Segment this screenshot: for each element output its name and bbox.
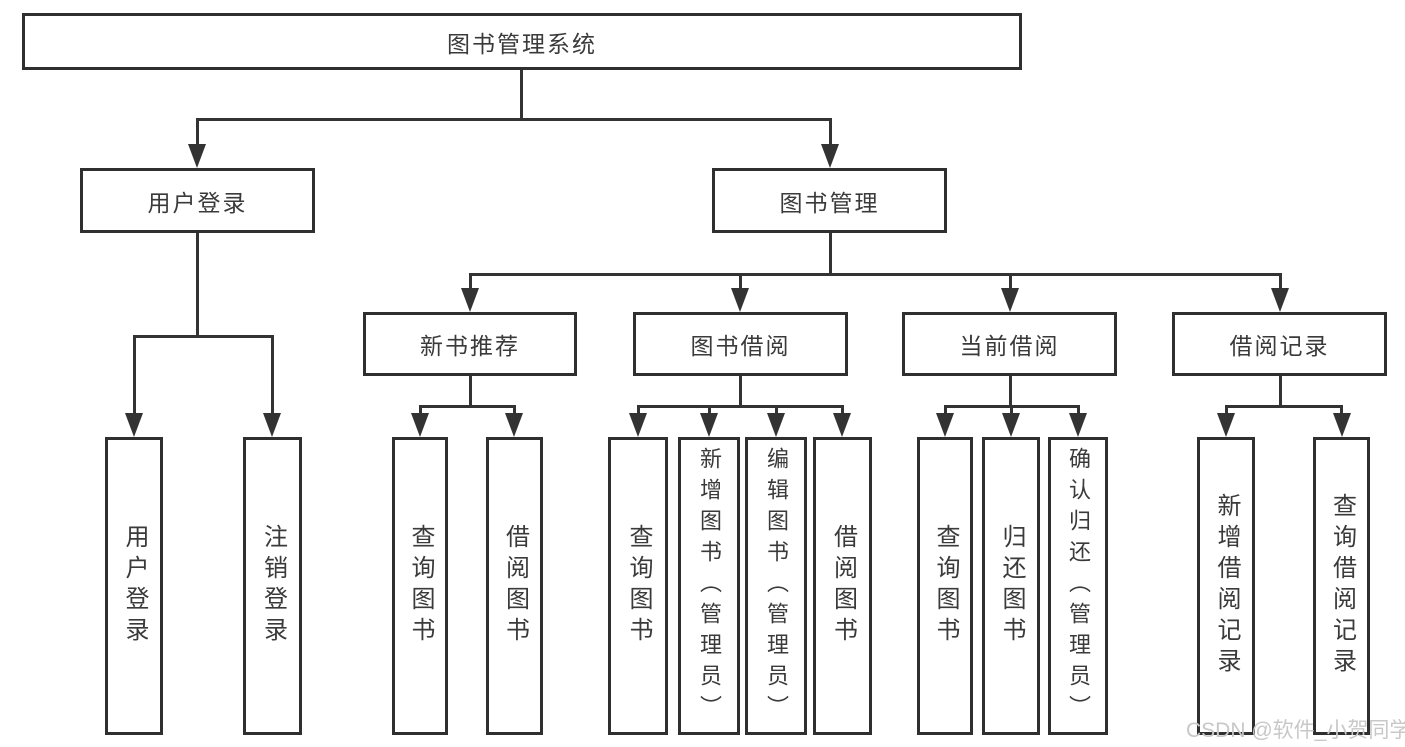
connector-line bbox=[829, 233, 832, 273]
leaf-label: 用户登录 bbox=[121, 524, 148, 648]
connector-line bbox=[520, 70, 523, 118]
leaf-borrow-books-recommend: 借阅图书 bbox=[486, 437, 543, 735]
leaf-label: 确认归还（管理员） bbox=[1066, 446, 1091, 726]
connector-line bbox=[739, 376, 742, 405]
node-label: 图书借阅 bbox=[690, 333, 791, 359]
connector-line bbox=[419, 405, 516, 408]
node-user-login: 用户登录 bbox=[80, 168, 315, 233]
leaf-label: 编辑图书（管理员） bbox=[764, 446, 789, 726]
connector-line bbox=[1279, 273, 1282, 291]
leaf-label: 新增图书（管理员） bbox=[697, 446, 722, 726]
connector-line bbox=[775, 405, 778, 417]
leaf-confirm-return-admin: 确认归还（管理员） bbox=[1048, 437, 1108, 735]
node-label: 借阅记录 bbox=[1229, 333, 1330, 359]
connector-line bbox=[637, 405, 640, 417]
connector-line bbox=[637, 405, 844, 408]
connector-line bbox=[829, 118, 832, 148]
leaf-query-borrow-record: 查询借阅记录 bbox=[1313, 437, 1370, 735]
node-new-book-recommend: 新书推荐 bbox=[363, 312, 577, 376]
leaf-label: 查询图书 bbox=[625, 524, 652, 648]
csdn-watermark: CSDN @软件_小贺同学 bbox=[1186, 719, 1405, 742]
arrow-down-icon bbox=[125, 413, 143, 437]
connector-line bbox=[469, 273, 472, 291]
node-borrow-records: 借阅记录 bbox=[1172, 312, 1387, 376]
connector-line bbox=[1225, 405, 1228, 417]
leaf-add-borrow-record: 新增借阅记录 bbox=[1197, 437, 1255, 735]
leaf-query-books-current: 查询图书 bbox=[917, 437, 973, 735]
leaf-add-books-admin: 新增图书（管理员） bbox=[678, 437, 740, 735]
connector-line bbox=[469, 273, 1281, 276]
arrow-down-icon bbox=[767, 413, 785, 437]
leaf-label: 注销登录 bbox=[259, 524, 287, 648]
leaf-label: 查询图书 bbox=[407, 524, 434, 648]
connector-line bbox=[1077, 405, 1080, 417]
connector-line bbox=[196, 118, 199, 148]
leaf-borrow-books: 借阅图书 bbox=[813, 437, 872, 735]
connector-line bbox=[708, 405, 711, 417]
node-label: 当前借阅 bbox=[959, 333, 1060, 359]
leaf-label: 查询借阅记录 bbox=[1328, 493, 1356, 679]
leaf-label: 借阅图书 bbox=[501, 524, 529, 648]
connector-line bbox=[841, 405, 844, 417]
arrow-down-icon bbox=[263, 413, 281, 437]
arrow-down-icon bbox=[936, 413, 954, 437]
node-label: 图书管理 bbox=[779, 189, 880, 216]
connector-line bbox=[1010, 405, 1013, 417]
connector-line bbox=[944, 405, 947, 417]
leaf-label: 归还图书 bbox=[998, 524, 1025, 648]
arrow-down-icon bbox=[1001, 288, 1019, 312]
node-label: 新书推荐 bbox=[420, 333, 520, 359]
leaf-logout-login: 注销登录 bbox=[243, 437, 302, 735]
leaf-query-books-borrow: 查询图书 bbox=[608, 437, 668, 735]
node-current-borrow: 当前借阅 bbox=[902, 312, 1117, 376]
arrow-down-icon bbox=[1217, 413, 1235, 437]
node-book-borrow: 图书借阅 bbox=[633, 312, 848, 376]
leaf-label: 新增借阅记录 bbox=[1213, 493, 1240, 679]
connector-line bbox=[133, 335, 274, 338]
connector-line bbox=[1279, 376, 1282, 405]
leaf-user-login: 用户登录 bbox=[105, 437, 163, 735]
arrow-down-icon bbox=[461, 288, 479, 312]
node-label: 图书管理系统 bbox=[447, 30, 597, 57]
arrow-down-icon bbox=[505, 413, 523, 437]
leaf-return-books: 归还图书 bbox=[982, 437, 1040, 735]
arrow-down-icon bbox=[731, 288, 749, 312]
connector-line bbox=[1009, 376, 1012, 405]
arrow-down-icon bbox=[1271, 288, 1289, 312]
arrow-down-icon bbox=[821, 144, 839, 168]
arrow-down-icon bbox=[1069, 413, 1087, 437]
connector-line bbox=[196, 233, 199, 335]
connector-line bbox=[196, 118, 832, 121]
connector-line bbox=[469, 376, 472, 405]
connector-line bbox=[1225, 405, 1343, 408]
connector-line bbox=[271, 335, 274, 415]
node-label: 用户登录 bbox=[147, 189, 248, 216]
connector-line bbox=[739, 273, 742, 291]
arrow-down-icon bbox=[629, 413, 647, 437]
connector-line bbox=[419, 405, 422, 417]
arrow-down-icon bbox=[411, 413, 429, 437]
connector-line bbox=[513, 405, 516, 417]
arrow-down-icon bbox=[1333, 413, 1351, 437]
connector-line bbox=[133, 335, 136, 415]
node-book-management: 图书管理 bbox=[712, 168, 947, 233]
node-library-management-system: 图书管理系统 bbox=[22, 13, 1022, 70]
leaf-label: 借阅图书 bbox=[829, 524, 857, 648]
arrow-down-icon bbox=[700, 413, 718, 437]
leaf-label: 查询图书 bbox=[932, 524, 959, 648]
arrow-down-icon bbox=[833, 413, 851, 437]
connector-line bbox=[1009, 273, 1012, 291]
connector-line bbox=[1340, 405, 1343, 417]
arrow-down-icon bbox=[1002, 413, 1020, 437]
leaf-query-books-recommend: 查询图书 bbox=[392, 437, 448, 735]
leaf-edit-books-admin: 编辑图书（管理员） bbox=[745, 437, 807, 735]
arrow-down-icon bbox=[188, 144, 206, 168]
